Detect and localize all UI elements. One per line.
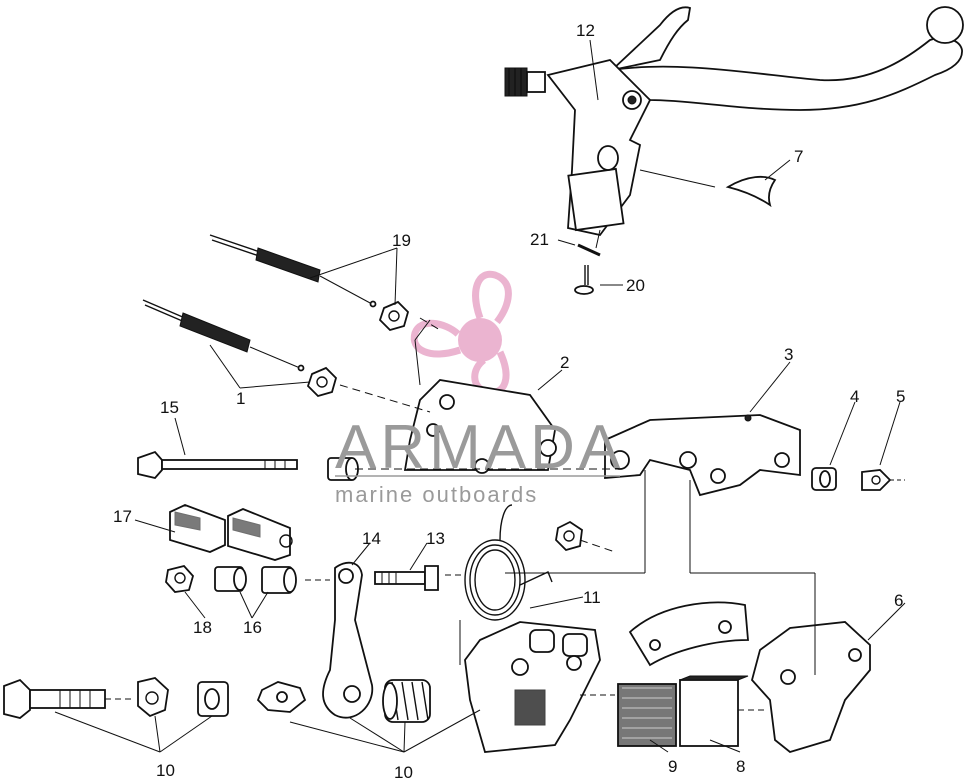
part-10-cam-plate <box>256 681 307 713</box>
part-9-brake-pad <box>617 683 677 747</box>
bracket-nut <box>555 520 583 552</box>
callout-leaders <box>54 39 906 753</box>
callout-12: 12 <box>576 21 595 40</box>
callout-15: 15 <box>160 398 179 417</box>
part-10-spacer <box>197 681 229 717</box>
part-19-nut <box>378 300 410 332</box>
part-16-spacers <box>214 566 297 594</box>
part-20-screw <box>574 265 594 295</box>
callout-5: 5 <box>896 387 905 406</box>
callout-9: 9 <box>668 757 677 776</box>
part-7-shim <box>725 175 777 208</box>
part-15-bolt <box>137 450 620 481</box>
part-3-mounting-bracket <box>604 414 801 497</box>
callout-20: 20 <box>626 276 645 295</box>
part-1-nut <box>306 366 338 398</box>
callout-1: 1 <box>236 389 245 408</box>
part-13-bolt <box>374 565 439 591</box>
part-10-nut <box>137 677 169 718</box>
callout-21: 21 <box>530 230 549 249</box>
brake-shoe-top <box>628 601 749 667</box>
callout-16: 16 <box>243 618 262 637</box>
part-10-gear <box>382 679 431 723</box>
callout-14: 14 <box>362 529 381 548</box>
part-1-cable <box>142 299 305 372</box>
callout-11: 11 <box>583 588 601 607</box>
watermark-tagline: marine outboards <box>335 482 538 507</box>
assembly-guide-lines <box>305 169 816 711</box>
watermark-brand: ARMADA <box>335 413 624 482</box>
part-5-nut <box>861 469 905 491</box>
part-14-brake-arm <box>322 561 374 719</box>
callout-4: 4 <box>850 387 859 406</box>
callout-13: 13 <box>426 529 445 548</box>
callout-3: 3 <box>784 345 793 364</box>
part-19-cable <box>209 234 377 308</box>
part-8-brake-pad <box>679 675 749 747</box>
callout-18: 18 <box>193 618 212 637</box>
part-11-return-spring <box>464 504 553 621</box>
callout-6: 6 <box>894 591 903 610</box>
callout-8: 8 <box>736 757 745 776</box>
part-21-washer <box>577 243 601 257</box>
callout-10-right: 10 <box>394 763 413 780</box>
part-10-bolt <box>3 678 135 719</box>
part-4-spacer <box>811 467 837 491</box>
part-12-brake-lever <box>504 6 964 237</box>
callout-17: 17 <box>113 507 132 526</box>
armada-propeller-logo <box>410 270 512 396</box>
callout-19: 19 <box>392 231 411 250</box>
part-6-plate <box>751 621 871 753</box>
caliper-body <box>464 621 601 753</box>
part-2-caliper-bracket <box>403 319 557 474</box>
part-18-nut <box>165 564 195 593</box>
part-17-brake-blocks <box>169 504 293 561</box>
callout-7: 7 <box>794 147 803 166</box>
callout-2: 2 <box>560 353 569 372</box>
callout-10-left: 10 <box>156 761 175 780</box>
